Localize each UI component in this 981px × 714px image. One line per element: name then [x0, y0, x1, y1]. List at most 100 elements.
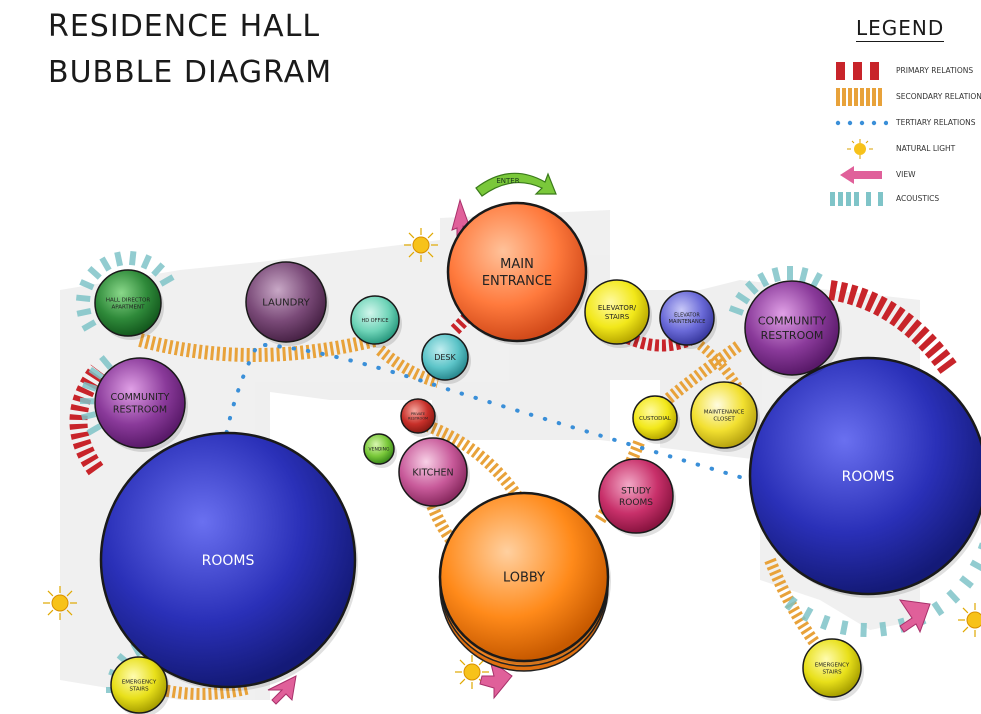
bubble-community-restroom-left-label-1: COMMUNITY — [111, 392, 170, 403]
acoustic-mark — [931, 601, 945, 617]
acoustic-mark — [81, 411, 97, 421]
acoustic-mark — [88, 366, 104, 380]
bubble-desk-label-1: DESK — [434, 353, 456, 362]
bubble-private-restroom-label-1: PRIVATE — [411, 412, 425, 416]
primary-relation-left — [69, 364, 106, 476]
secondary-relation-emergency-right — [764, 557, 825, 654]
acoustic-mark — [728, 305, 745, 316]
acoustic-mark — [99, 256, 112, 272]
sun-icon — [43, 586, 77, 620]
bubble-main-entrance-label-1: MAIN — [500, 257, 534, 272]
legend-item-view: VIEW — [826, 164, 981, 186]
secondary-relation-swatch — [836, 88, 882, 106]
bubble-maintenance-closet-label-1: MAINTENANCE — [704, 409, 745, 415]
bubble-hd-office-label-1: HD OFFICE — [361, 318, 388, 324]
acoustic-mark — [99, 355, 113, 370]
bubble-maintenance-closet-label-2: CLOSET — [713, 417, 735, 423]
bubble-lobby-label-1: LOBBY — [503, 571, 545, 586]
bubble-elevator-stairs: ELEVATOR/STAIRS — [584, 279, 652, 348]
enter-label: ENTER — [496, 177, 519, 185]
bubble-main-entrance-label-2: ENTRANCE — [482, 274, 552, 289]
legend: LEGEND PRIMARY RELATIONS SECONDARY RELAT… — [826, 16, 981, 216]
sun-icon — [404, 228, 438, 262]
bubble-elevator-maintenance-label-2: MAINTENANCE — [669, 319, 706, 325]
bubble-study-rooms-label-1: STUDY — [621, 486, 651, 496]
enter-arrow: ENTER — [475, 172, 557, 197]
acoustic-mark — [799, 267, 809, 283]
acoustic-mark — [82, 381, 98, 392]
acoustics-swatch — [830, 192, 883, 206]
acoustics-community-left — [79, 355, 113, 436]
acoustic-mark — [879, 621, 888, 637]
acoustic-mark — [810, 272, 823, 288]
bubble-custodial-label-1: CUSTODIAL — [639, 416, 672, 422]
bubble-emergency-stairs-left-label-2: STAIRS — [129, 687, 149, 693]
acoustic-mark — [784, 596, 798, 611]
acoustic-mark — [969, 559, 981, 572]
legend-title: LEGEND — [856, 16, 945, 42]
legend-item-tertiary: TERTIARY RELATIONS — [826, 112, 981, 134]
bubble-kitchen-label-1: KITCHEN — [412, 467, 453, 478]
acoustic-mark — [820, 614, 831, 631]
bubble-study-rooms: STUDY ROOMS — [598, 458, 676, 537]
view-arrow-icon — [840, 166, 882, 184]
secondary-relation-desk — [376, 345, 440, 388]
sun-icon — [847, 139, 873, 159]
acoustic-mark — [87, 265, 102, 280]
bubble-hd-office: HD OFFICE — [350, 295, 402, 348]
legend-label-tertiary: TERTIARY RELATIONS — [896, 118, 976, 127]
bubble-community-restroom-right-label-2: RESTROOM — [761, 329, 824, 342]
view-arrow-icon — [479, 658, 513, 700]
acoustic-mark — [81, 319, 97, 332]
acoustic-mark — [151, 262, 166, 277]
acoustic-mark — [757, 272, 770, 288]
bubble-vending: VENDING — [363, 433, 397, 468]
bubble-study-rooms-label-2: ROOMS — [619, 498, 653, 508]
bubble-private-restroom-label-2: RESTROOM — [408, 417, 428, 421]
bubble-kitchen: KITCHEN — [398, 437, 470, 510]
bubble-lobby: LOBBY — [438, 491, 611, 672]
bubble-desk: DESK — [421, 333, 471, 384]
legend-label-secondary: SECONDARY RELATIONS — [896, 92, 981, 101]
bubble-rooms-left: ROOMS — [99, 431, 358, 691]
bubble-community-restroom-left: COMMUNITY RESTROOM — [94, 357, 188, 452]
bubble-vending-label-1: VENDING — [369, 447, 390, 453]
bubble-rooms-right-label-1: ROOMS — [842, 469, 895, 485]
acoustic-mark — [946, 589, 961, 604]
primary-relation-right — [828, 280, 959, 376]
bubble-main-entrance: MAIN ENTRANCE — [446, 201, 589, 345]
view-arrow-icon — [898, 599, 931, 634]
bubble-community-restroom-left-label-2: RESTROOM — [113, 405, 167, 416]
bubble-laundry-label-1: LAUNDRY — [262, 298, 310, 309]
legend-label-primary: PRIMARY RELATIONS — [896, 66, 974, 75]
acoustic-mark — [75, 294, 91, 303]
bubbles: ROOMS ROOMS LOBBY MAIN ENTRANCE LAUNDRY HALL D… — [94, 201, 981, 714]
title-line-1: RESIDENCE HALL — [48, 9, 321, 44]
bubble-hall-director-label-2: APARTMENT — [112, 305, 146, 311]
legend-label-acoustics: ACOUSTICS — [896, 194, 940, 203]
title-line-2: BUBBLE DIAGRAM — [48, 55, 333, 90]
acoustic-mark — [839, 620, 849, 636]
bubble-elevator-stairs-label-1: ELEVATOR/ — [598, 304, 637, 312]
acoustics-community-right — [728, 266, 823, 316]
legend-item-primary: PRIMARY RELATIONS — [826, 60, 981, 82]
page-title: RESIDENCE HALL BUBBLE DIAGRAM — [48, 4, 378, 96]
tertiary-relation-left — [223, 348, 257, 442]
bubble-elevator-stairs-label-2: STAIRS — [605, 313, 630, 321]
acoustic-mark — [114, 251, 124, 267]
acoustic-mark — [744, 280, 759, 295]
acoustic-mark — [959, 575, 974, 589]
acoustic-mark — [140, 254, 152, 270]
bubble-custodial: CUSTODIAL — [632, 395, 680, 444]
acoustic-mark — [159, 274, 175, 287]
bubble-rooms-right: ROOMS — [748, 356, 981, 598]
bubble-elevator-maintenance-label-1: ELEVATOR — [674, 313, 700, 319]
sun-icon — [958, 603, 981, 637]
acoustic-mark — [76, 307, 92, 317]
bubble-emergency-stairs-right-label-2: STAIRS — [822, 670, 842, 676]
